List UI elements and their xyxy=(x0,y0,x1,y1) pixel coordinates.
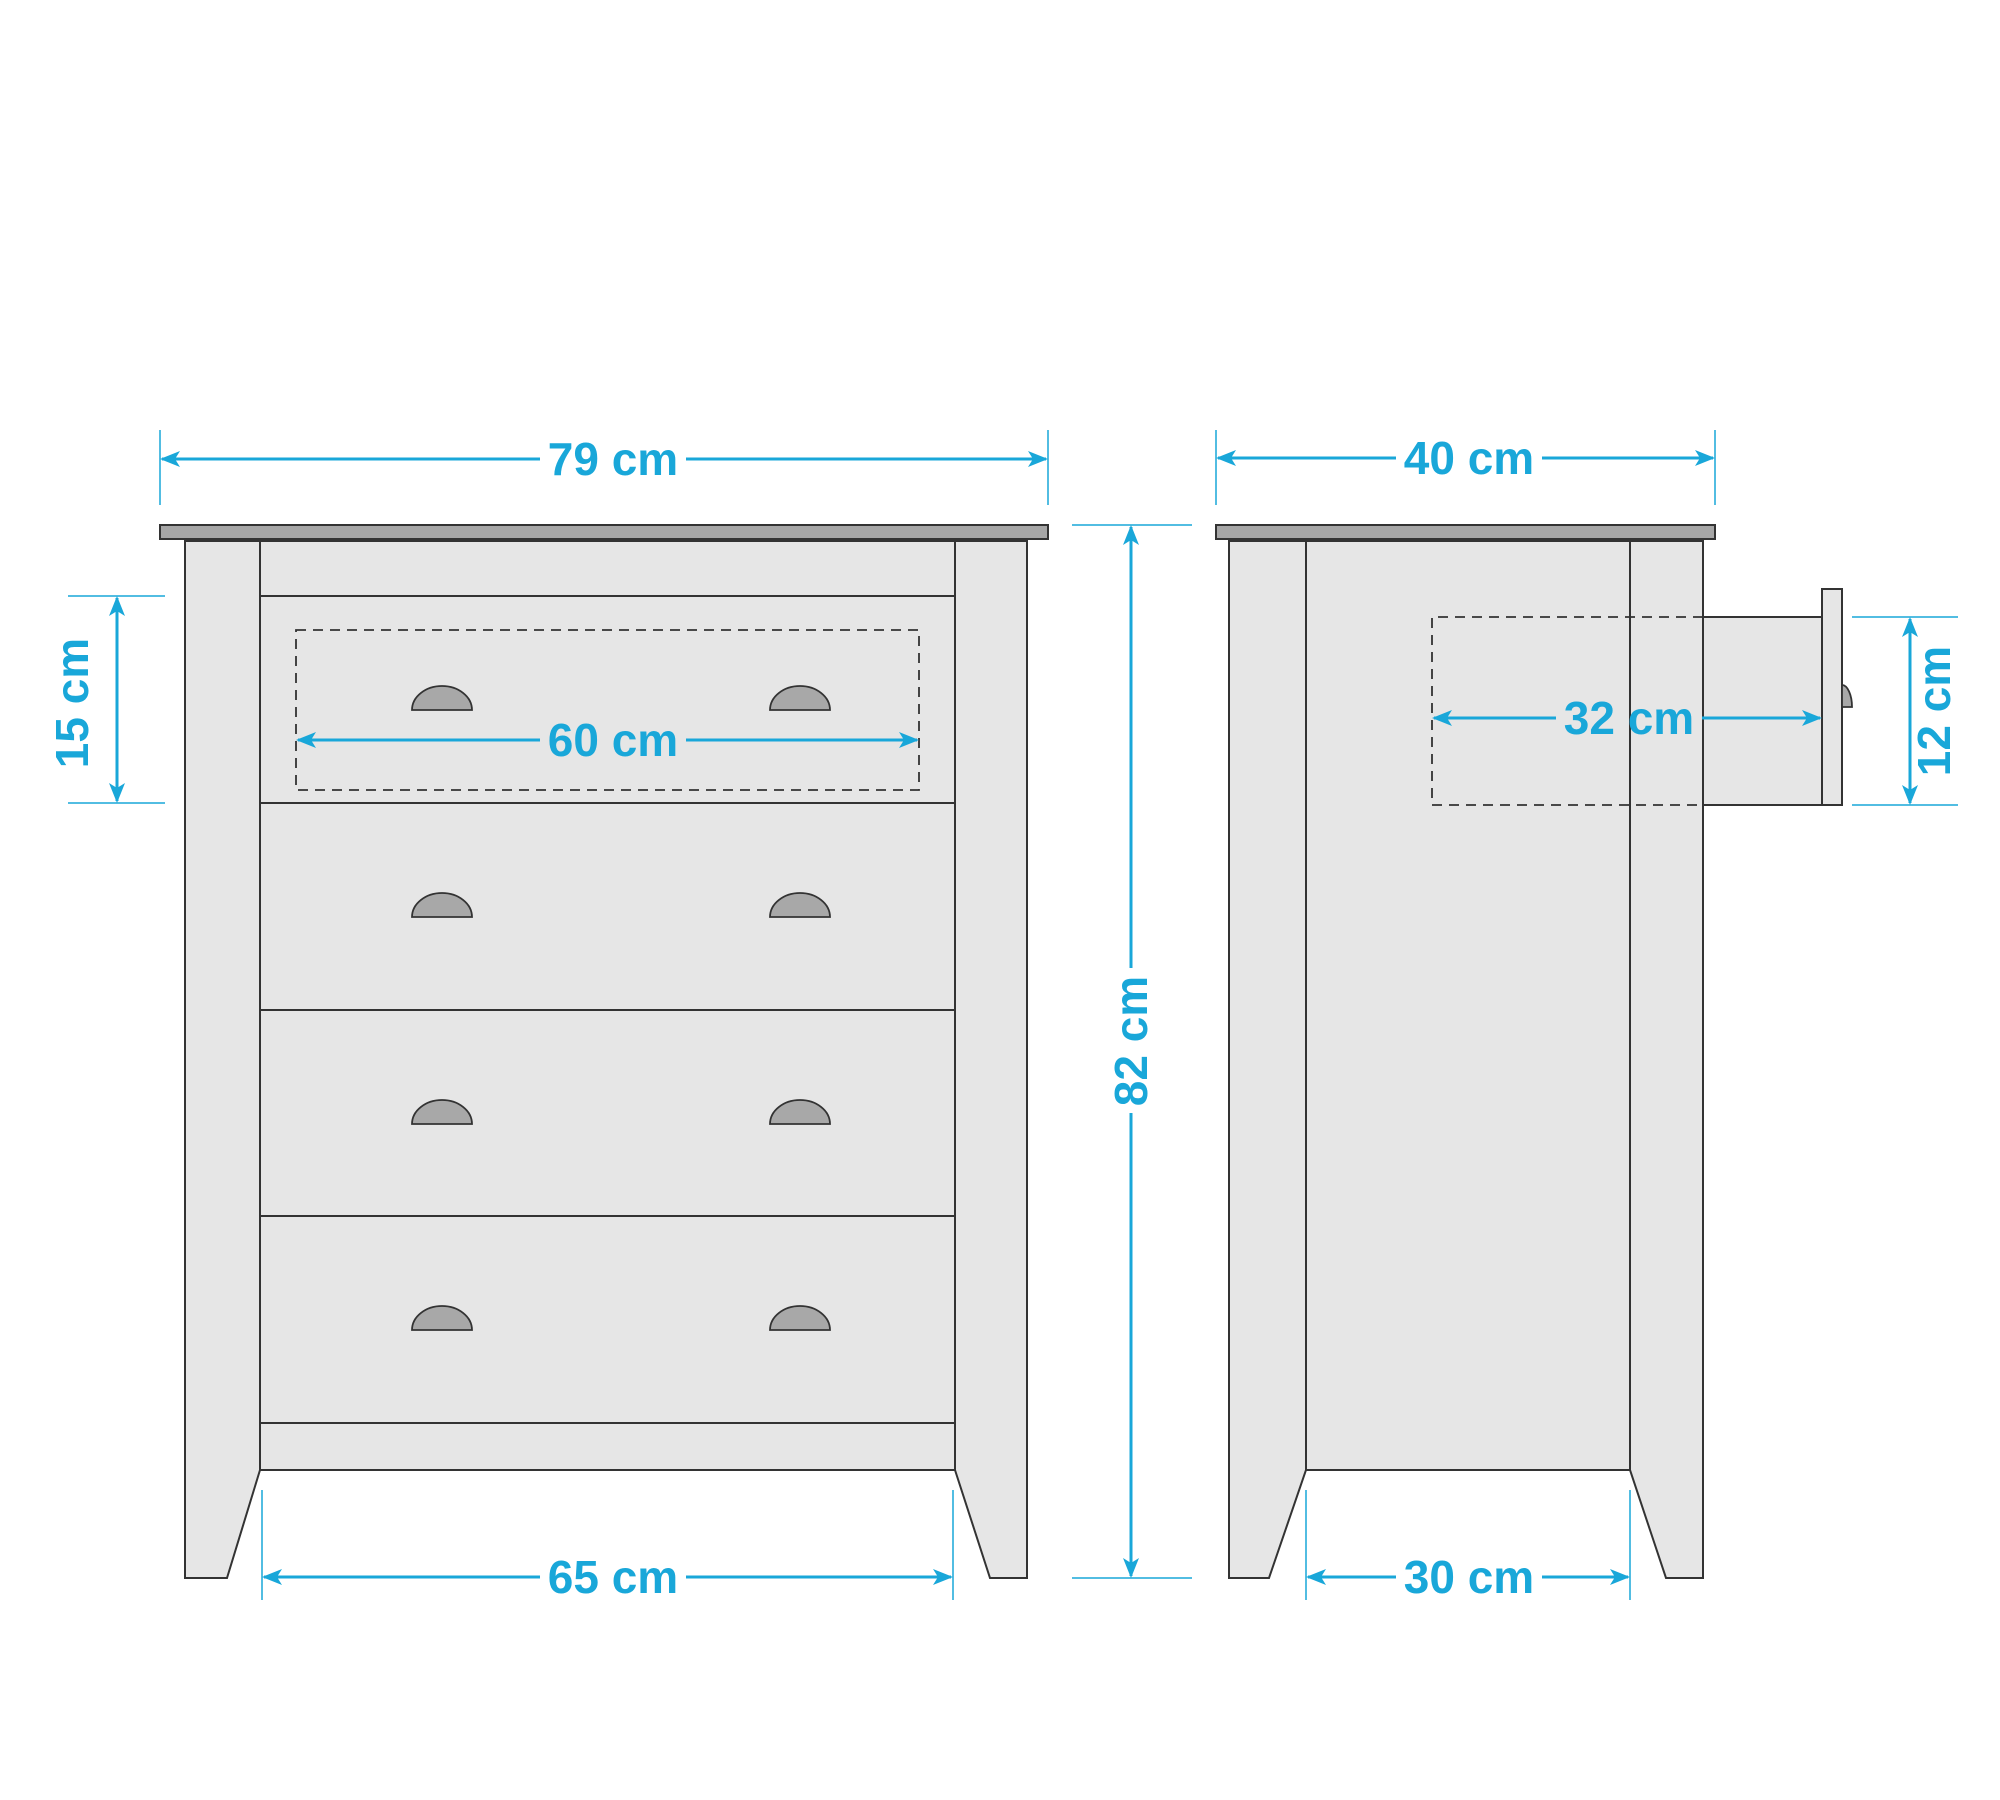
side-top-board xyxy=(1215,524,1716,540)
front-top-board xyxy=(159,524,1049,540)
side-drawer-handle-icon xyxy=(1841,684,1853,708)
pulled-drawer-box xyxy=(1702,616,1823,806)
drawer-depth-label: 32 cm xyxy=(1564,692,1694,744)
front-view xyxy=(159,524,1049,1579)
dimensions: 79 cm 60 cm 65 cm 15 cm 82 cm 40 cm 32 c… xyxy=(46,430,1960,1603)
drawer-handle-icon xyxy=(769,1305,831,1331)
drawer-handle-icon xyxy=(769,1099,831,1125)
drawer-handle-icon xyxy=(411,1099,473,1125)
depth-label: 40 cm xyxy=(1404,432,1534,484)
drawer-handle-icon xyxy=(411,892,473,918)
drawer-inner-outline xyxy=(295,629,920,791)
pulled-drawer-front xyxy=(1821,588,1843,806)
drawer-height-label: 15 cm xyxy=(46,638,98,768)
drawer-handle-icon xyxy=(411,685,473,711)
drawer-handle-icon xyxy=(769,892,831,918)
side-panel xyxy=(1305,540,1631,1471)
front-width-label: 79 cm xyxy=(548,433,678,485)
front-right-post xyxy=(954,540,1028,1579)
drawer-inner-width-label: 60 cm xyxy=(548,714,678,766)
drawer-inner-height-label: 12 cm xyxy=(1908,646,1960,776)
front-carcass xyxy=(259,540,956,1471)
side-view xyxy=(1215,524,1853,1579)
inner-depth-label: 30 cm xyxy=(1404,1551,1534,1603)
drawer-handle-icon xyxy=(411,1305,473,1331)
inner-width-label: 65 cm xyxy=(548,1551,678,1603)
drawer-handle-icon xyxy=(769,685,831,711)
total-height-label: 82 cm xyxy=(1105,976,1157,1106)
side-front-post xyxy=(1228,540,1307,1579)
front-left-post xyxy=(184,540,261,1579)
